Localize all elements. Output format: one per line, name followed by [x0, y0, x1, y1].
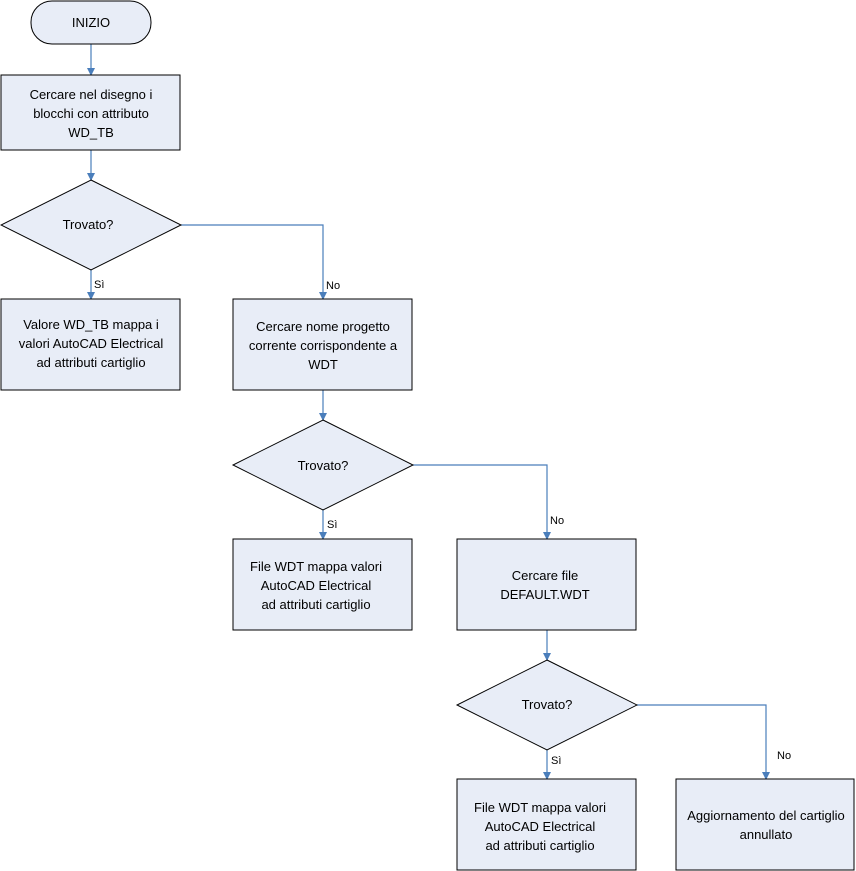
start-label: INIZIO: [72, 15, 110, 30]
wdt-maps-2-line-2: AutoCAD Electrical: [485, 819, 596, 834]
label-decision-3-yes: Sì: [551, 755, 561, 767]
wd-tb-maps-line-1: Valore WD_TB mappa i: [23, 317, 159, 332]
label-decision-3-no: No: [777, 750, 791, 762]
search-blocks-line-3: WD_TB: [68, 125, 114, 140]
label-decision-1-yes: Sì: [94, 279, 104, 291]
edge-decision-2-no: [413, 464, 551, 540]
search-blocks-line-1: Cercare nel disegno i: [30, 87, 153, 102]
label-decision-1-no: No: [326, 280, 340, 292]
wdt-maps-1-line-3: ad attributi cartiglio: [261, 597, 370, 612]
wdt-maps-1-line-2: AutoCAD Electrical: [261, 578, 372, 593]
decision-2-label: Trovato?: [298, 458, 349, 473]
process-search-project: Cercare nome progetto corrente corrispon…: [232, 298, 413, 391]
process-wdt-maps-2: File WDT mappa valori AutoCAD Electrical…: [456, 778, 637, 871]
search-project-line-1: Cercare nome progetto: [256, 319, 390, 334]
start-terminator: INIZIO: [30, 0, 152, 45]
update-cancelled-line-1: Aggiornamento del cartiglio: [687, 808, 845, 823]
decision-3-label: Trovato?: [522, 697, 573, 712]
edge-labels: Sì No Sì No Sì No: [94, 279, 791, 767]
wd-tb-maps-line-2: valori AutoCAD Electrical: [19, 336, 164, 351]
update-cancelled-line-2: annullato: [740, 827, 793, 842]
wdt-maps-1-line-1: File WDT mappa valori: [250, 559, 382, 574]
wd-tb-maps-line-3: ad attributi cartiglio: [36, 355, 145, 370]
decision-1: Trovato?: [0, 179, 183, 271]
decision-3: Trovato?: [455, 659, 639, 751]
decision-2: Trovato?: [231, 419, 415, 511]
process-search-default: Cercare file DEFAULT.WDT: [456, 538, 637, 631]
search-project-line-3: WDT: [308, 357, 338, 372]
wdt-maps-2-line-3: ad attributi cartiglio: [485, 838, 594, 853]
process-wd-tb-maps: Valore WD_TB mappa i valori AutoCAD Elec…: [0, 298, 181, 391]
search-default-line-1: Cercare file: [512, 568, 578, 583]
search-default-line-2: DEFAULT.WDT: [500, 587, 589, 602]
wdt-maps-2-line-1: File WDT mappa valori: [474, 800, 606, 815]
connectors: [87, 44, 770, 780]
edge-decision-1-no: [181, 224, 327, 300]
decision-1-label: Trovato?: [63, 217, 114, 232]
label-decision-2-no: No: [550, 515, 564, 527]
process-update-cancelled: Aggiornamento del cartiglio annullato: [675, 778, 855, 871]
label-decision-2-yes: Sì: [327, 519, 337, 531]
edge-decision-3-no: [637, 704, 770, 780]
process-wdt-maps-1: File WDT mappa valori AutoCAD Electrical…: [232, 538, 413, 631]
process-search-blocks: Cercare nel disegno i blocchi con attrib…: [0, 74, 181, 151]
search-project-line-2: corrente corrispondente a: [249, 338, 398, 353]
search-blocks-line-2: blocchi con attributo: [33, 106, 149, 121]
